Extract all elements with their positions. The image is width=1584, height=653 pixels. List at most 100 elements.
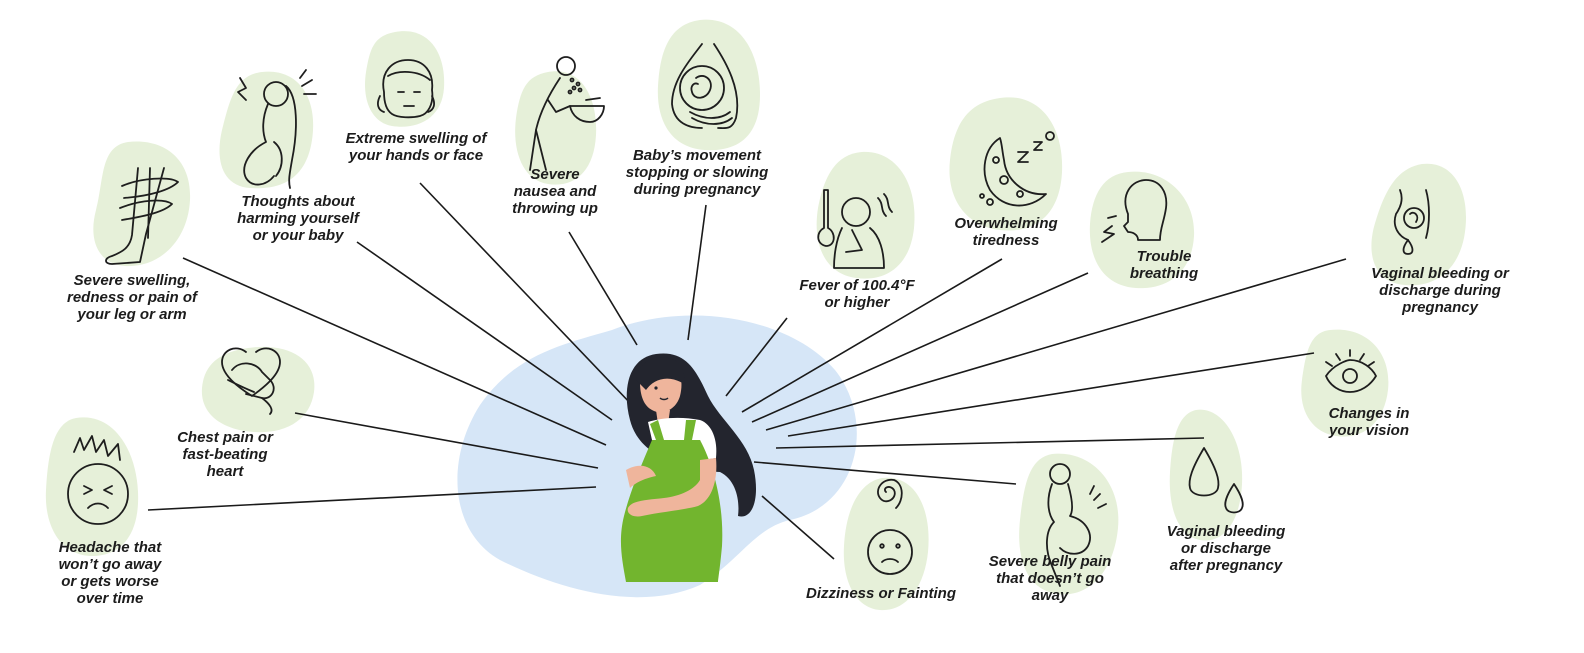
- label-line: Vaginal bleeding: [1166, 523, 1286, 540]
- tiredness-connector-line: [741, 258, 1003, 413]
- label-line: won’t go away: [58, 556, 162, 573]
- vision-connector-line: [787, 352, 1315, 437]
- sleepy-moon-icon: [979, 131, 1055, 207]
- label-line: your hands or face: [348, 147, 484, 164]
- dizzy-face-icon: [867, 478, 913, 575]
- label-line: Severe: [530, 166, 580, 183]
- label-line: that doesn’t go: [996, 570, 1104, 587]
- connector-lines: [147, 182, 1347, 560]
- label-line: your leg or arm: [77, 306, 187, 323]
- label-line: tiredness: [972, 232, 1040, 249]
- nausea-blob: [515, 71, 597, 185]
- heart-in-hand-icon: [221, 347, 281, 415]
- label-line: or gets worse: [61, 573, 159, 590]
- bleeding-after-blob: [1169, 409, 1243, 541]
- hand-face-swelling-connector-line: [419, 182, 633, 406]
- dizziness-connector-line: [761, 495, 835, 560]
- label-line: Severe swelling,: [73, 272, 191, 289]
- harming-thoughts-connector-line: [356, 241, 613, 421]
- label-line: nausea and: [513, 183, 597, 200]
- leg-swelling-icon: [105, 167, 179, 265]
- fetus-in-belly-icon: [671, 43, 739, 130]
- label-line: after pregnancy: [1169, 557, 1283, 574]
- label-line: during pregnancy: [633, 181, 761, 198]
- headache-connector-line: [147, 486, 597, 511]
- chest-pain-connector-line: [294, 412, 599, 469]
- pregnant-bleeding-icon: [1393, 189, 1430, 255]
- label-line: Trouble: [1136, 248, 1192, 265]
- baby-movement-connector-line: [687, 204, 707, 341]
- tiredness-blob: [949, 97, 1063, 231]
- label-line: away: [1031, 587, 1069, 604]
- label-line: or discharge: [1180, 540, 1272, 557]
- breathing-connector-line: [751, 272, 1089, 423]
- belly-pain-icon: [1046, 463, 1107, 587]
- leg-swelling-blob: [93, 141, 191, 267]
- distressed-pregnant-woman-icon: [237, 69, 317, 189]
- bleeding-during-blob: [1371, 163, 1467, 286]
- baby-movement-blob: [657, 19, 760, 151]
- label-line: over time: [76, 590, 144, 607]
- harming-thoughts-blob: [219, 71, 314, 189]
- label-line: redness or pain of: [66, 289, 198, 306]
- nausea-connector-line: [568, 231, 638, 346]
- label-line: harming yourself: [237, 210, 359, 227]
- chest-pain-blob: [201, 346, 315, 433]
- belly-pain-connector-line: [753, 461, 1017, 485]
- label-line: Overwhelming: [954, 215, 1058, 232]
- label-line: discharge during: [1379, 282, 1501, 299]
- fever-blob: [816, 151, 915, 279]
- blood-drops-icon: [1188, 447, 1244, 514]
- breathing-blob: [1089, 171, 1195, 289]
- label-line: or your baby: [252, 227, 344, 244]
- dizziness-blob: [843, 477, 929, 611]
- label-line: Thoughts about: [241, 193, 355, 210]
- label-line: Fever of 100.4°F: [799, 277, 915, 294]
- fever-thermometer-icon: [817, 189, 893, 269]
- label-line: breathing: [1129, 265, 1199, 282]
- label-line: Extreme swelling of: [345, 130, 487, 147]
- headache-face-icon: [67, 435, 129, 525]
- label-line: pregnancy: [1402, 299, 1478, 316]
- leg-swelling-connector-line: [182, 257, 607, 446]
- eye-icon: [1325, 349, 1377, 393]
- label-line: Dizziness or Fainting: [805, 585, 957, 602]
- label-line: your vision: [1328, 422, 1410, 439]
- bleeding-after-connector-line: [775, 437, 1205, 449]
- label-line: Chest pain or: [177, 429, 273, 446]
- vision-blob: [1301, 329, 1389, 437]
- fever-connector-line: [725, 317, 788, 397]
- label-line: Headache that: [58, 539, 162, 556]
- label-line: or higher: [824, 294, 890, 311]
- vomiting-person-icon: [529, 56, 605, 171]
- label-line: fast-beating: [182, 446, 268, 463]
- label-line: throwing up: [512, 200, 598, 217]
- label-line: Severe belly pain: [988, 553, 1112, 570]
- headache-blob: [45, 417, 139, 556]
- label-line: Baby’s movement: [632, 147, 762, 164]
- label-line: stopping or slowing: [625, 164, 769, 181]
- swollen-face-icon: [377, 59, 435, 119]
- bleeding-during-connector-line: [765, 258, 1347, 431]
- label-line: heart: [206, 463, 244, 480]
- pregnant-woman-illustration: [620, 353, 757, 582]
- label-line: Changes in: [1328, 405, 1410, 422]
- label-line: Vaginal bleeding or: [1371, 265, 1509, 282]
- trouble-breathing-icon: [1101, 179, 1168, 243]
